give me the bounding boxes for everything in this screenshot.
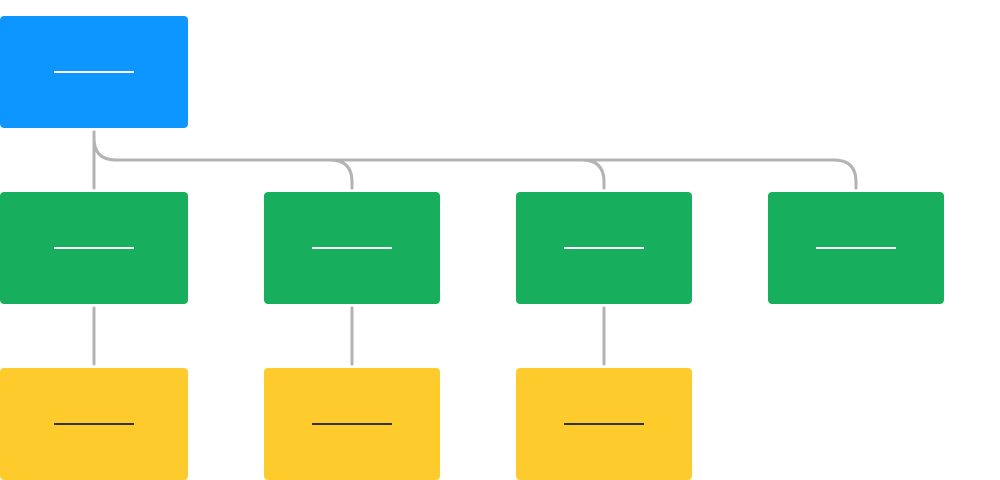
connector-root-trunk xyxy=(92,130,836,162)
placeholder-line xyxy=(54,247,134,249)
root-node xyxy=(0,16,188,128)
placeholder-line xyxy=(312,423,392,425)
placeholder-line xyxy=(54,71,134,73)
connector-to-child-3 xyxy=(832,158,858,190)
connector-to-child-2 xyxy=(580,158,606,190)
placeholder-line xyxy=(312,247,392,249)
connector-to-child-1 xyxy=(328,158,354,190)
placeholder-line xyxy=(564,423,644,425)
level2-node xyxy=(768,192,944,304)
level2-node xyxy=(516,192,692,304)
level3-node xyxy=(0,368,188,480)
placeholder-line xyxy=(54,423,134,425)
level2-node xyxy=(0,192,188,304)
level2-node xyxy=(264,192,440,304)
placeholder-line xyxy=(816,247,896,249)
level3-node xyxy=(516,368,692,480)
placeholder-line xyxy=(564,247,644,249)
level3-node xyxy=(264,368,440,480)
